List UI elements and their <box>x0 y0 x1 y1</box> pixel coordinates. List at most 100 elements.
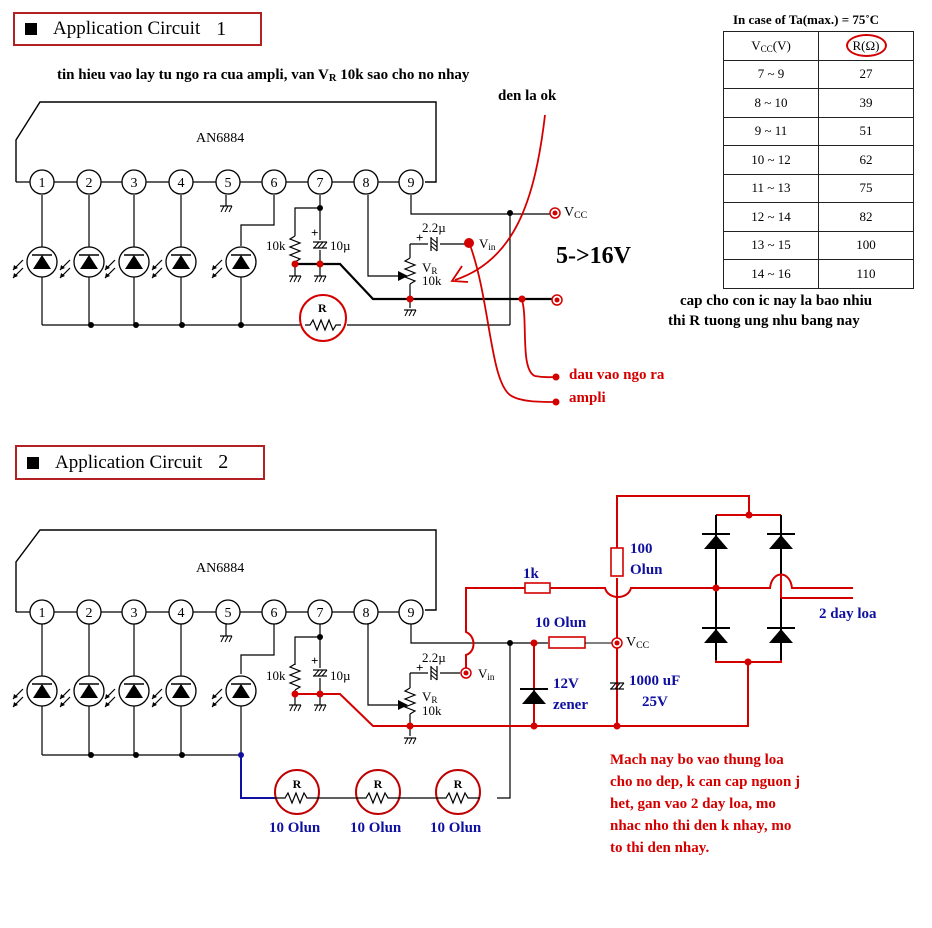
c1-vin-label: Vin <box>479 236 495 252</box>
series-resistor: R <box>435 769 481 815</box>
annotation-arrow-to-vr <box>454 114 546 281</box>
series-resistor: R <box>355 769 401 815</box>
ic-pin-7: 7 <box>307 169 333 195</box>
c2-vr-label: VR <box>422 689 437 705</box>
ic-pin-6: 6 <box>261 599 287 625</box>
header-vcc-sub: CC <box>760 43 773 54</box>
led-icon <box>59 246 105 279</box>
cap-label-line2: 25V <box>642 694 668 710</box>
series-resistor-value: 10 Olun <box>350 820 402 836</box>
led-icon <box>211 246 257 279</box>
resistor-r-label: R <box>454 777 463 791</box>
vr-text: V <box>422 689 432 704</box>
input-note-line2: ampli <box>569 390 606 406</box>
c2-plus-sign: + <box>416 660 424 675</box>
circuit1-title: Application Circuit 1 <box>13 12 262 46</box>
ic-pin-8: 8 <box>353 169 379 195</box>
pin-number: 5 <box>225 606 232 621</box>
series-resistor: R <box>274 769 320 815</box>
ic-pin-1: 1 <box>29 599 55 625</box>
c1-vcc-label: VCC <box>564 205 587 221</box>
zener-label-line1: 12V <box>553 676 579 692</box>
voltage-range: 5->16V <box>556 243 631 269</box>
note-line: nhac nho thi den k nhay, mo <box>610 818 792 834</box>
ic-pin-4: 4 <box>168 599 194 625</box>
ic-pin-4: 4 <box>168 169 194 195</box>
pin-number: 7 <box>317 606 324 621</box>
circuit1-title-number: 1 <box>216 17 227 40</box>
pin-number: 6 <box>271 176 278 191</box>
pin-number: 3 <box>131 176 138 191</box>
vin-sub: in <box>487 671 495 682</box>
speaker-label: 2 day loa <box>819 606 877 622</box>
cell-vcc-range: 10 ~ 12 <box>723 145 819 175</box>
r10-label: 10 Olun <box>535 615 587 631</box>
ic1-label: AN6884 <box>196 131 245 146</box>
annotation-top-line2: den la ok <box>498 88 557 104</box>
r100-label-line2: Olun <box>630 562 663 578</box>
cell-r-value: 27 <box>818 59 914 89</box>
header-vcc-unit: (V) <box>772 37 791 53</box>
ic-pin-7: 7 <box>307 599 333 625</box>
ic-pin-9: 9 <box>398 599 424 625</box>
c1-r-led-label: R <box>318 301 327 315</box>
vcc-sub: CC <box>636 639 650 651</box>
ic-pin-6: 6 <box>261 169 287 195</box>
resistor-r-label: R <box>374 777 383 791</box>
led-icon <box>104 246 150 279</box>
circuit2-title-text: Application Circuit <box>55 451 203 473</box>
vr-sub: R <box>431 265 438 276</box>
ic-pin-2: 2 <box>76 169 102 195</box>
c1-vr-label: VR <box>422 260 437 276</box>
led-icon <box>104 675 150 708</box>
circuit1-title-text: Application Circuit <box>53 18 201 39</box>
table-note-line1: cap cho con ic nay la bao nhiu <box>680 293 873 309</box>
r1k-label: 1k <box>523 566 539 582</box>
led-icon <box>59 675 105 708</box>
table-header-row: VCC(V) R(Ω) <box>723 31 914 61</box>
pin-number: 3 <box>131 606 138 621</box>
input-note-line1: dau vao ngo ra <box>569 367 665 383</box>
header-r-text: R(Ω) <box>845 33 887 57</box>
cell-r-value: 110 <box>818 259 914 289</box>
ic-pin-2: 2 <box>76 599 102 625</box>
r100-label-line1: 100 <box>630 541 653 557</box>
annotation-sub: R <box>328 73 337 85</box>
c1-vr-value: 10k <box>422 273 442 288</box>
cell-r-value: 39 <box>818 88 914 118</box>
vin-sub: in <box>488 241 496 252</box>
c1-plus-sign: + <box>416 230 424 245</box>
cell-vcc-range: 8 ~ 10 <box>723 88 819 118</box>
cell-r-value: 100 <box>818 230 914 260</box>
note-line: to thi den nhay. <box>610 840 710 856</box>
ic-pin-1: 1 <box>29 169 55 195</box>
led-icon <box>211 675 257 708</box>
c1-plus-sign: + <box>311 225 319 240</box>
vin-text: V <box>478 666 488 681</box>
note-line: Mach nay bo vao thung loa <box>610 752 784 768</box>
pin-number: 7 <box>317 176 324 191</box>
c2-plus-sign: + <box>311 653 319 668</box>
led-icon <box>151 675 197 708</box>
ic2-label: AN6884 <box>196 561 245 576</box>
cap-label-line1: 1000 uF <box>629 673 681 689</box>
cell-r-value: 75 <box>818 173 914 203</box>
ic-pin-9: 9 <box>398 169 424 195</box>
cell-vcc-range: 11 ~ 13 <box>723 173 819 203</box>
vcc-text: V <box>626 635 637 650</box>
header-vcc: VCC(V) <box>723 31 819 61</box>
vin-text: V <box>479 236 489 251</box>
cell-vcc-range: 14 ~ 16 <box>723 259 819 289</box>
circuit1-r-highlight <box>299 294 347 342</box>
ic1-body <box>15 101 437 183</box>
ic-pin-3: 3 <box>121 599 147 625</box>
c2-c-pin7-label: 10µ <box>330 668 351 683</box>
led-icon <box>12 246 58 279</box>
cell-r-value: 51 <box>818 116 914 146</box>
